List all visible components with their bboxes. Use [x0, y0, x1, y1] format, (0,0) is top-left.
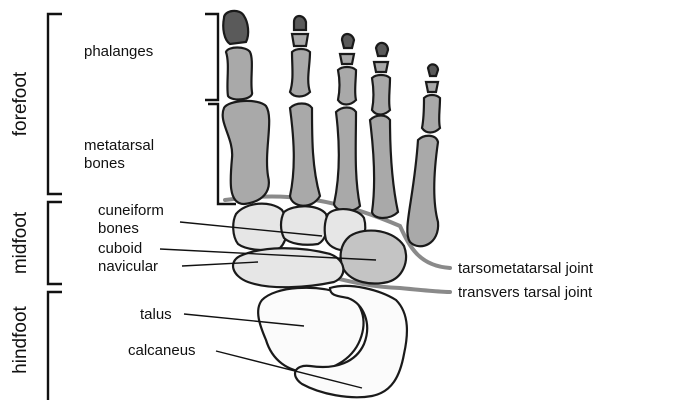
middle-phalanx-5 — [426, 82, 438, 92]
metatarsal-1 — [223, 101, 270, 204]
midfoot-bracket — [48, 202, 62, 284]
toe-1 — [223, 11, 270, 204]
cuboid-label: cuboid — [98, 240, 142, 257]
distal-phalanx-3 — [342, 34, 354, 48]
toe-2 — [290, 16, 320, 206]
toe-5 — [407, 64, 440, 246]
metatarsal-label-line2: bones — [84, 155, 125, 172]
middle-phalanx-3 — [340, 54, 354, 64]
proximal-phalanx-2 — [290, 49, 310, 97]
distal-phalanx-1 — [223, 11, 248, 44]
calcaneus-label: calcaneus — [128, 342, 196, 359]
proximal-phalanx-1 — [226, 48, 252, 100]
forefoot-label: forefoot — [10, 71, 31, 136]
middle-phalanx-2 — [292, 34, 308, 46]
medial-cuneiform — [233, 204, 287, 250]
proximal-phalanx-5 — [422, 95, 440, 133]
middle-phalanx-4 — [374, 62, 388, 72]
phalanges-label: phalanges — [84, 43, 153, 60]
hindfoot-bracket — [48, 292, 62, 400]
transverse-tarsal-joint-label: transvers tarsal joint — [458, 284, 593, 301]
talus-bone — [258, 288, 363, 372]
metatarsal-label-line1: metatarsal — [84, 137, 154, 154]
cuneiform-label-line2: bones — [98, 220, 139, 237]
toe-3 — [334, 34, 360, 211]
navicular-label: navicular — [98, 258, 158, 275]
metatarsal-3 — [334, 108, 360, 212]
intermediate-cuneiform — [281, 206, 328, 245]
talus-label: talus — [140, 306, 172, 323]
metatarsal-2 — [290, 104, 320, 206]
tarsometatarsal-joint-label: tarsometatarsal joint — [458, 260, 594, 277]
proximal-phalanx-4 — [372, 75, 390, 115]
toe-4 — [370, 43, 398, 218]
proximal-phalanx-3 — [338, 67, 356, 105]
forefoot-bracket — [48, 14, 62, 194]
distal-phalanx-2 — [294, 16, 306, 30]
hindfoot-label: hindfoot — [10, 305, 31, 373]
region-brackets — [48, 14, 62, 400]
midfoot-label: midfoot — [10, 211, 31, 274]
cuboid-bone — [341, 231, 406, 284]
distal-phalanx-5 — [428, 64, 438, 76]
phalanges-bracket — [205, 14, 218, 100]
distal-phalanx-4 — [376, 43, 388, 56]
metatarsal-4 — [370, 116, 398, 219]
cuneiform-label-line1: cuneiform — [98, 202, 164, 219]
metatarsal-5 — [407, 136, 438, 247]
